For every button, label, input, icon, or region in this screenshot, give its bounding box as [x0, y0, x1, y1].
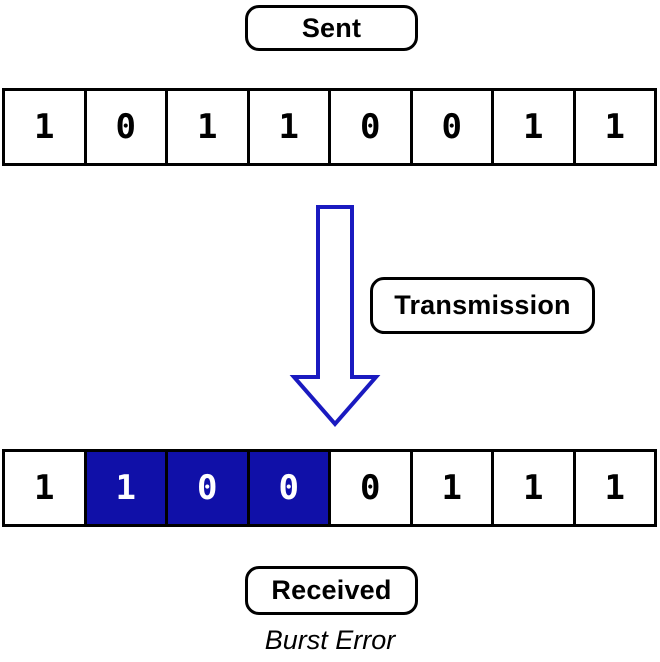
- received-bit-cell-5: 1: [412, 452, 494, 524]
- sent-label-text: Sent: [301, 12, 362, 43]
- sent-bit-cell-5: 0: [412, 91, 494, 163]
- received-bit-cell-0: 1: [5, 452, 87, 524]
- burst-error-caption: Burst Error: [264, 625, 396, 655]
- received-label: Received: [245, 566, 418, 615]
- received-bit-cell-7: 1: [575, 452, 654, 524]
- arrow-down-shape: [289, 205, 381, 428]
- received-bit-cell-4: 0: [331, 452, 413, 524]
- sent-bit-cell-4: 0: [331, 91, 413, 163]
- transmission-label-text: Transmission: [394, 290, 571, 320]
- received-bit-cell-6: 1: [494, 452, 576, 524]
- sent-label: Sent: [245, 5, 418, 51]
- received-bit-cell-3: 0: [249, 452, 331, 524]
- received-bit-cell-1: 1: [86, 452, 168, 524]
- sent-bit-cell-3: 1: [249, 91, 331, 163]
- arrow-down-icon: [286, 205, 386, 433]
- sent-bit-cell-7: 1: [575, 91, 654, 163]
- sent-bit-cell-0: 1: [5, 91, 87, 163]
- received-label-text: Received: [271, 575, 392, 605]
- sent-bit-cell-2: 1: [168, 91, 250, 163]
- transmission-label: Transmission: [370, 277, 595, 334]
- sent-bit-cell-6: 1: [494, 91, 576, 163]
- received-bit-cell-2: 0: [168, 452, 250, 524]
- arrow-down-svg: [289, 205, 381, 428]
- sent-bit-cell-1: 0: [86, 91, 168, 163]
